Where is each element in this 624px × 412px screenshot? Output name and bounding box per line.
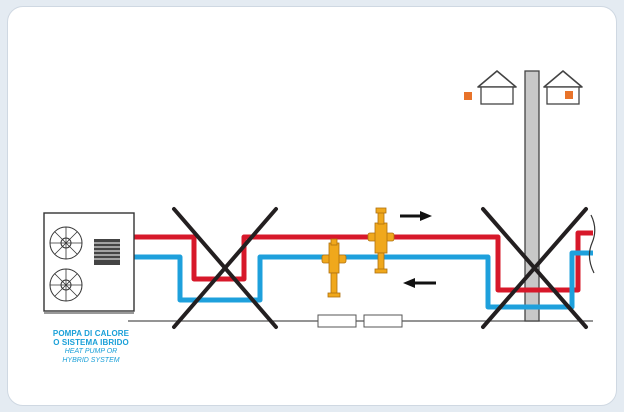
- label-it-line1: POMPA DI CALORE: [52, 329, 130, 338]
- chimney-icon: [524, 70, 540, 322]
- label-en-line2: HYBRID SYSTEM: [62, 357, 120, 364]
- house-icon: [543, 70, 583, 105]
- hydraulic-diagram: [43, 70, 596, 329]
- arrow-left-icon: [403, 278, 436, 288]
- ground-pipe-segment-2: [363, 314, 403, 328]
- house-icon: [464, 70, 517, 105]
- ground-pipe-segment-1: [317, 314, 357, 328]
- label-it-line2: O SISTEMA IBRIDO: [53, 338, 129, 347]
- cross-icon: [481, 207, 588, 329]
- heat-pump-label: POMPA DI CALORE O SISTEMA IBRIDO HEAT PU…: [36, 329, 146, 365]
- diagram-card: POMPA DI CALORE O SISTEMA IBRIDO HEAT PU…: [7, 6, 617, 406]
- valve-icon: [321, 238, 347, 298]
- label-en-line1: HEAT PUMP OR: [64, 348, 118, 355]
- cross-icon: [172, 207, 278, 329]
- pipe-break-mark: [588, 214, 596, 274]
- valve-icon: [367, 207, 395, 274]
- cold-water-pipe: [130, 250, 593, 310]
- arrow-right-icon: [400, 211, 432, 221]
- heat-pump-icon: [43, 212, 135, 314]
